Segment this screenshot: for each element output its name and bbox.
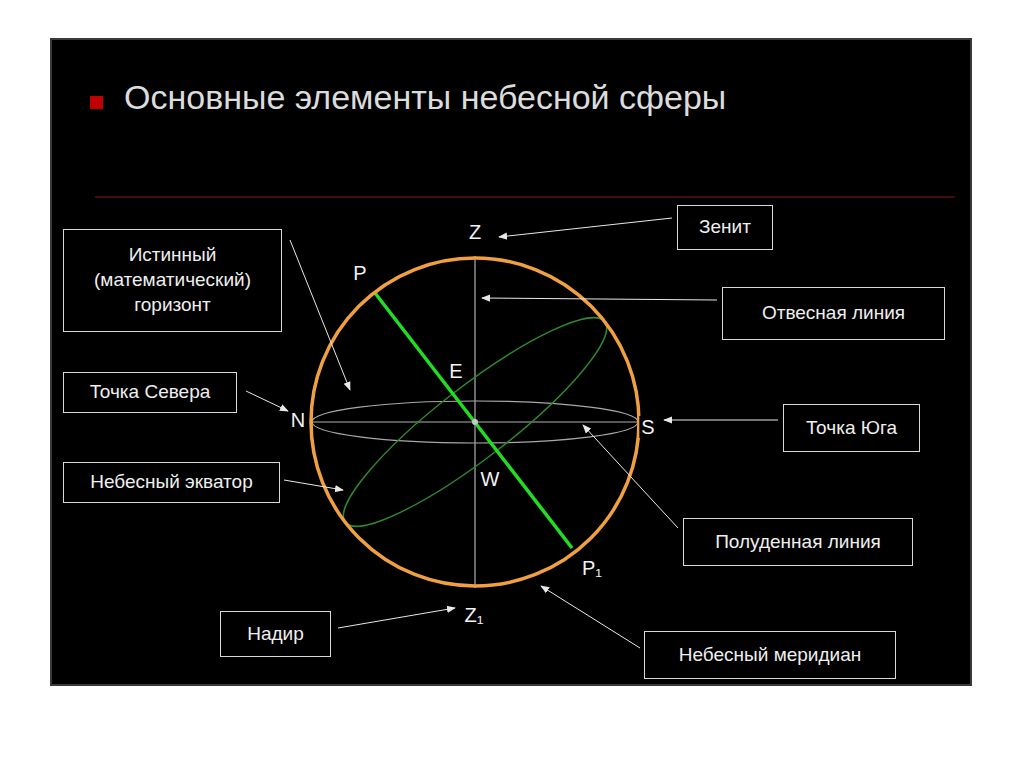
point-letter: P₁: [580, 557, 604, 579]
callout-box: Зенит: [677, 205, 773, 250]
callout-box: Точка Севера: [63, 372, 237, 413]
equator-ellipse: [323, 293, 627, 551]
title-bullet: [90, 96, 103, 109]
slide-background: [50, 38, 972, 686]
slide-title: Основные элементы небесной сферы: [124, 78, 726, 117]
point-letter: W: [479, 468, 502, 490]
point-letter: N: [289, 409, 307, 431]
callout-box: Отвесная линия: [722, 287, 945, 340]
callout-text: Отвесная линия: [762, 301, 905, 326]
callout-box: Небесный меридиан: [644, 631, 896, 679]
title-rule: [95, 196, 955, 198]
callout-text: Точка Севера: [90, 380, 211, 405]
callout-text: Небесный меридиан: [679, 643, 861, 668]
callout-text: Небесный экватор: [90, 470, 253, 495]
horizon-ellipse: [312, 401, 638, 443]
callout-box: Небесный экватор: [63, 462, 280, 503]
callout-box: Точка Юга: [783, 404, 920, 452]
callout-text: Полуденная линия: [715, 530, 881, 555]
callout-box: Надир: [220, 611, 331, 657]
callout-box: Полуденная линия: [683, 518, 913, 566]
callout-text: Надир: [247, 622, 304, 647]
point-letter: Z: [467, 221, 483, 243]
leader-lines: [246, 218, 778, 648]
celestial-meridian-circle: [311, 258, 639, 586]
point-letter: E: [447, 360, 464, 382]
callout-text: Зенит: [699, 215, 751, 240]
world-axis: [375, 293, 572, 548]
point-letter: P: [351, 262, 368, 284]
point-letter: S: [639, 416, 656, 438]
callout-box: Истинный (математический) горизонт: [63, 229, 282, 332]
callout-text: Истинный (математический) горизонт: [72, 243, 273, 317]
point-letter: Z₁: [463, 604, 486, 626]
callout-text: Точка Юга: [806, 416, 897, 441]
center-dot: [472, 419, 478, 425]
